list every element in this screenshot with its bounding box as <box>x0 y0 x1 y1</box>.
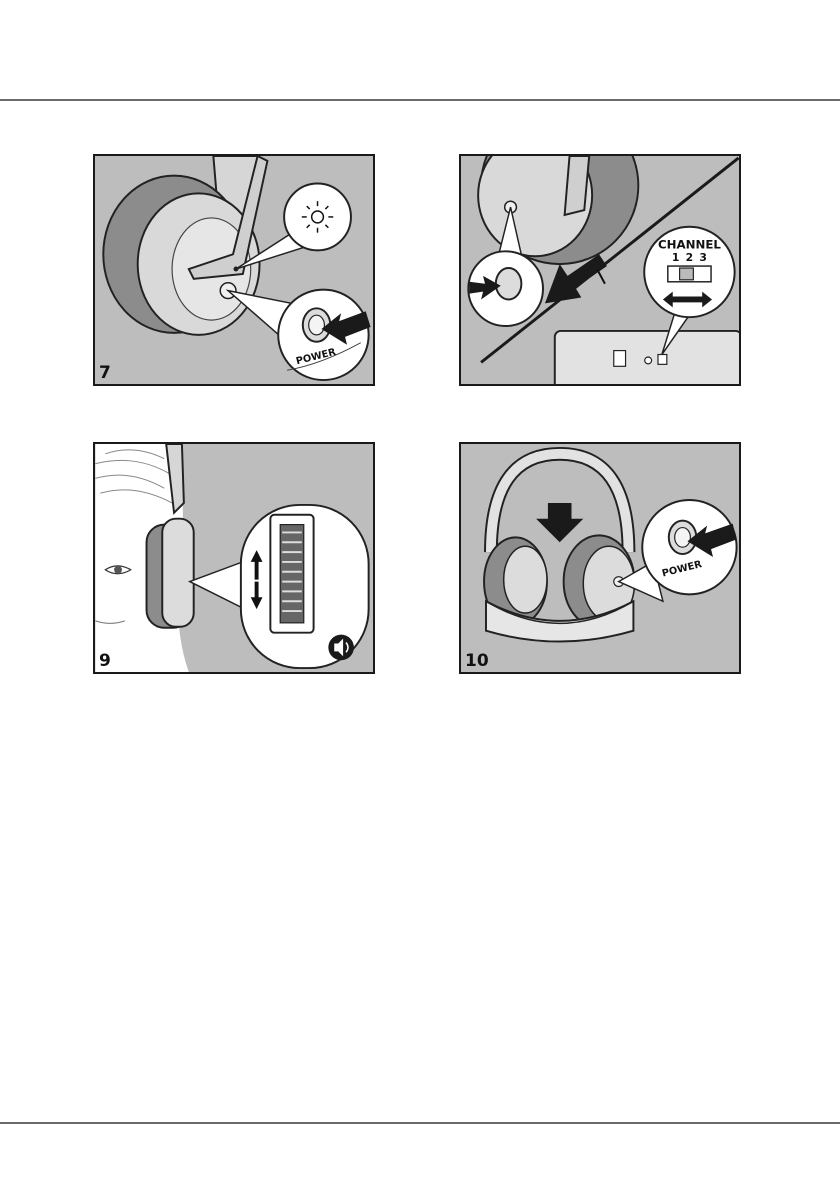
figure-10-charging-dock: POWER 10 <box>459 442 741 674</box>
dock-illustration: POWER <box>461 444 739 672</box>
channel-label: CHANNEL <box>658 237 721 251</box>
channel-3-label: 3 <box>699 251 707 264</box>
footer-rule <box>0 1122 840 1124</box>
header-rule <box>0 99 840 101</box>
channel-2-label: 2 <box>686 251 694 264</box>
channel-1-label: 1 <box>672 251 680 264</box>
figure-number: 10 <box>465 651 489 671</box>
channel-switch-icon <box>680 268 694 280</box>
figure-7-power-on: POWER 7 <box>93 154 375 386</box>
insert-arrow-icon <box>536 503 583 542</box>
volume-illustration <box>95 444 373 672</box>
headphone-power-illustration: POWER <box>95 156 373 384</box>
volume-wheel-icon <box>280 525 304 623</box>
figure-number: 7 <box>99 363 111 383</box>
figure-number: 9 <box>99 651 111 671</box>
figure-9-volume: 9 <box>93 442 375 674</box>
figure-8-channel-select: CHANNEL 1 2 3 <box>459 154 741 386</box>
channel-select-illustration: CHANNEL 1 2 3 <box>461 156 739 384</box>
